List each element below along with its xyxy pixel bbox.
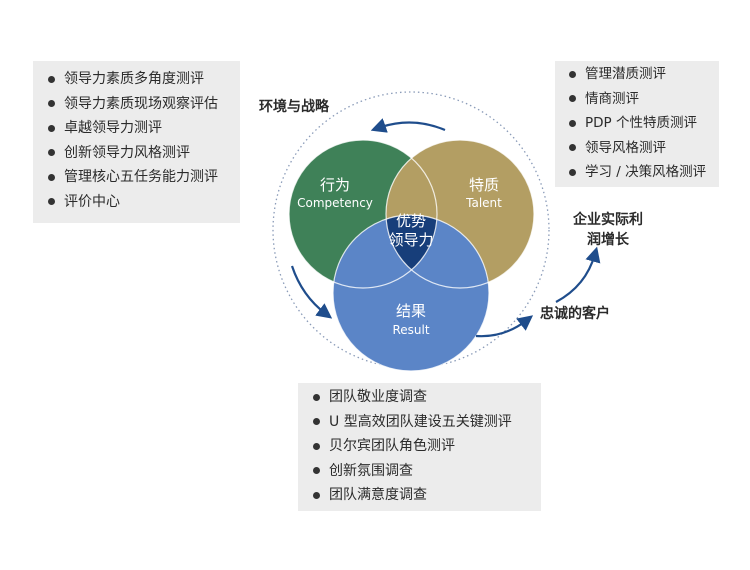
bullet-dot-icon [313, 418, 320, 425]
right-list-item-label: 学习 / 决策风格测评 [585, 164, 707, 180]
behavior-subtitle: Competency [297, 196, 373, 210]
bullet-dot-icon [48, 173, 55, 181]
bottom-list-item: 创新氛围调查 [313, 459, 541, 484]
left-list-item-label: 创新领导力风格测评 [64, 144, 190, 161]
bullet-dot-icon [313, 442, 320, 450]
right-list-item: 领导风格测评 [569, 136, 719, 161]
right-list: 管理潜质测评情商测评 PDP 个性特质测评领导风格测评学习 / 决策风格测评 [569, 62, 719, 185]
right-list-item-label: 管理潜质测评 [585, 66, 666, 82]
bullet-dot-icon [313, 393, 320, 401]
profit-growth-label: 企业实际利润增长 [573, 212, 643, 248]
left-cycle-arrow [290, 265, 333, 319]
bottom-list-item-label: 团队满意度调查 [329, 487, 427, 503]
bullet-dot-icon [48, 100, 55, 107]
bottom-list-item-label: U 型高效团队建设五关键测评 [329, 413, 512, 430]
left-list-item: 创新领导力风格测评 [48, 141, 240, 166]
bullet-dot-icon [48, 75, 55, 83]
bottom-list: 团队敬业度调查 U 型高效团队建设五关键测评贝尔宾团队角色测评创新氛围调查团队满意… [313, 385, 541, 508]
loyal-customer-arrow [475, 315, 534, 338]
right-list-item: PDP 个性特质测评 [569, 111, 719, 136]
right-assessment-list: 管理潜质测评情商测评 PDP 个性特质测评领导风格测评学习 / 决策风格测评 [555, 61, 719, 187]
result-circle [333, 215, 489, 371]
bullet-dot-icon [48, 149, 55, 156]
bottom-list-item: U 型高效团队建设五关键测评 [313, 410, 541, 435]
left-list-item: 领导力素质多角度测评 [48, 67, 240, 92]
bullet-dot-icon [569, 95, 576, 102]
behavior-title: 行为 [320, 176, 350, 194]
profit-growth-arrow [555, 246, 601, 303]
bullet-dot-icon [569, 119, 576, 127]
bullet-dot-icon [313, 491, 320, 499]
left-list-item: 领导力素质现场观察评估 [48, 92, 240, 117]
bottom-list-item: 团队满意度调查 [313, 483, 541, 508]
result-title: 结果 [396, 302, 426, 320]
center-line2: 领导力 [388, 231, 433, 249]
result-subtitle: Result [392, 323, 429, 337]
bullet-dot-icon [48, 198, 55, 205]
left-list-item-label: 管理核心五任务能力测评 [64, 169, 218, 185]
right-list-item-label: 领导风格测评 [585, 139, 666, 156]
bullet-dot-icon [48, 124, 55, 132]
bottom-list-item-label: 创新氛围调查 [329, 462, 413, 479]
left-list-item-label: 卓越领导力测评 [64, 120, 162, 136]
right-list-item-label: PDP 个性特质测评 [585, 115, 697, 131]
loyal-customers-label: 忠诚的客户 [540, 306, 610, 322]
left-list-item-label: 领导力素质多角度测评 [64, 71, 204, 87]
talent-title: 特质 [469, 176, 499, 194]
bullet-dot-icon [569, 168, 576, 176]
environment-strategy-label: 环境与战略 [259, 99, 329, 115]
bottom-survey-list: 团队敬业度调查 U 型高效团队建设五关键测评贝尔宾团队角色测评创新氛围调查团队满意… [298, 383, 541, 511]
left-list-item: 评价中心 [48, 190, 240, 215]
top-cycle-arrow [370, 118, 446, 133]
left-assessment-list: 领导力素质多角度测评领导力素质现场观察评估卓越领导力测评创新领导力风格测评管理核… [33, 61, 240, 223]
left-list-item: 卓越领导力测评 [48, 116, 240, 141]
right-list-item: 管理潜质测评 [569, 62, 719, 87]
bottom-list-item-label: 团队敬业度调查 [329, 389, 427, 405]
bullet-dot-icon [569, 70, 576, 78]
talent-subtitle: Talent [465, 196, 502, 210]
right-list-item-label: 情商测评 [585, 90, 639, 107]
left-list-item-label: 领导力素质现场观察评估 [64, 95, 218, 112]
left-list-item: 管理核心五任务能力测评 [48, 165, 240, 190]
left-list: 领导力素质多角度测评领导力素质现场观察评估卓越领导力测评创新领导力风格测评管理核… [48, 67, 240, 214]
bullet-dot-icon [313, 467, 320, 474]
bottom-list-item-label: 贝尔宾团队角色测评 [329, 438, 455, 454]
right-list-item: 学习 / 决策风格测评 [569, 160, 719, 185]
bottom-list-item: 团队敬业度调查 [313, 385, 541, 410]
left-list-item-label: 评价中心 [64, 193, 120, 210]
right-list-item: 情商测评 [569, 87, 719, 112]
center-line1: 优势 [396, 212, 426, 230]
bottom-list-item: 贝尔宾团队角色测评 [313, 434, 541, 459]
bullet-dot-icon [569, 144, 576, 151]
